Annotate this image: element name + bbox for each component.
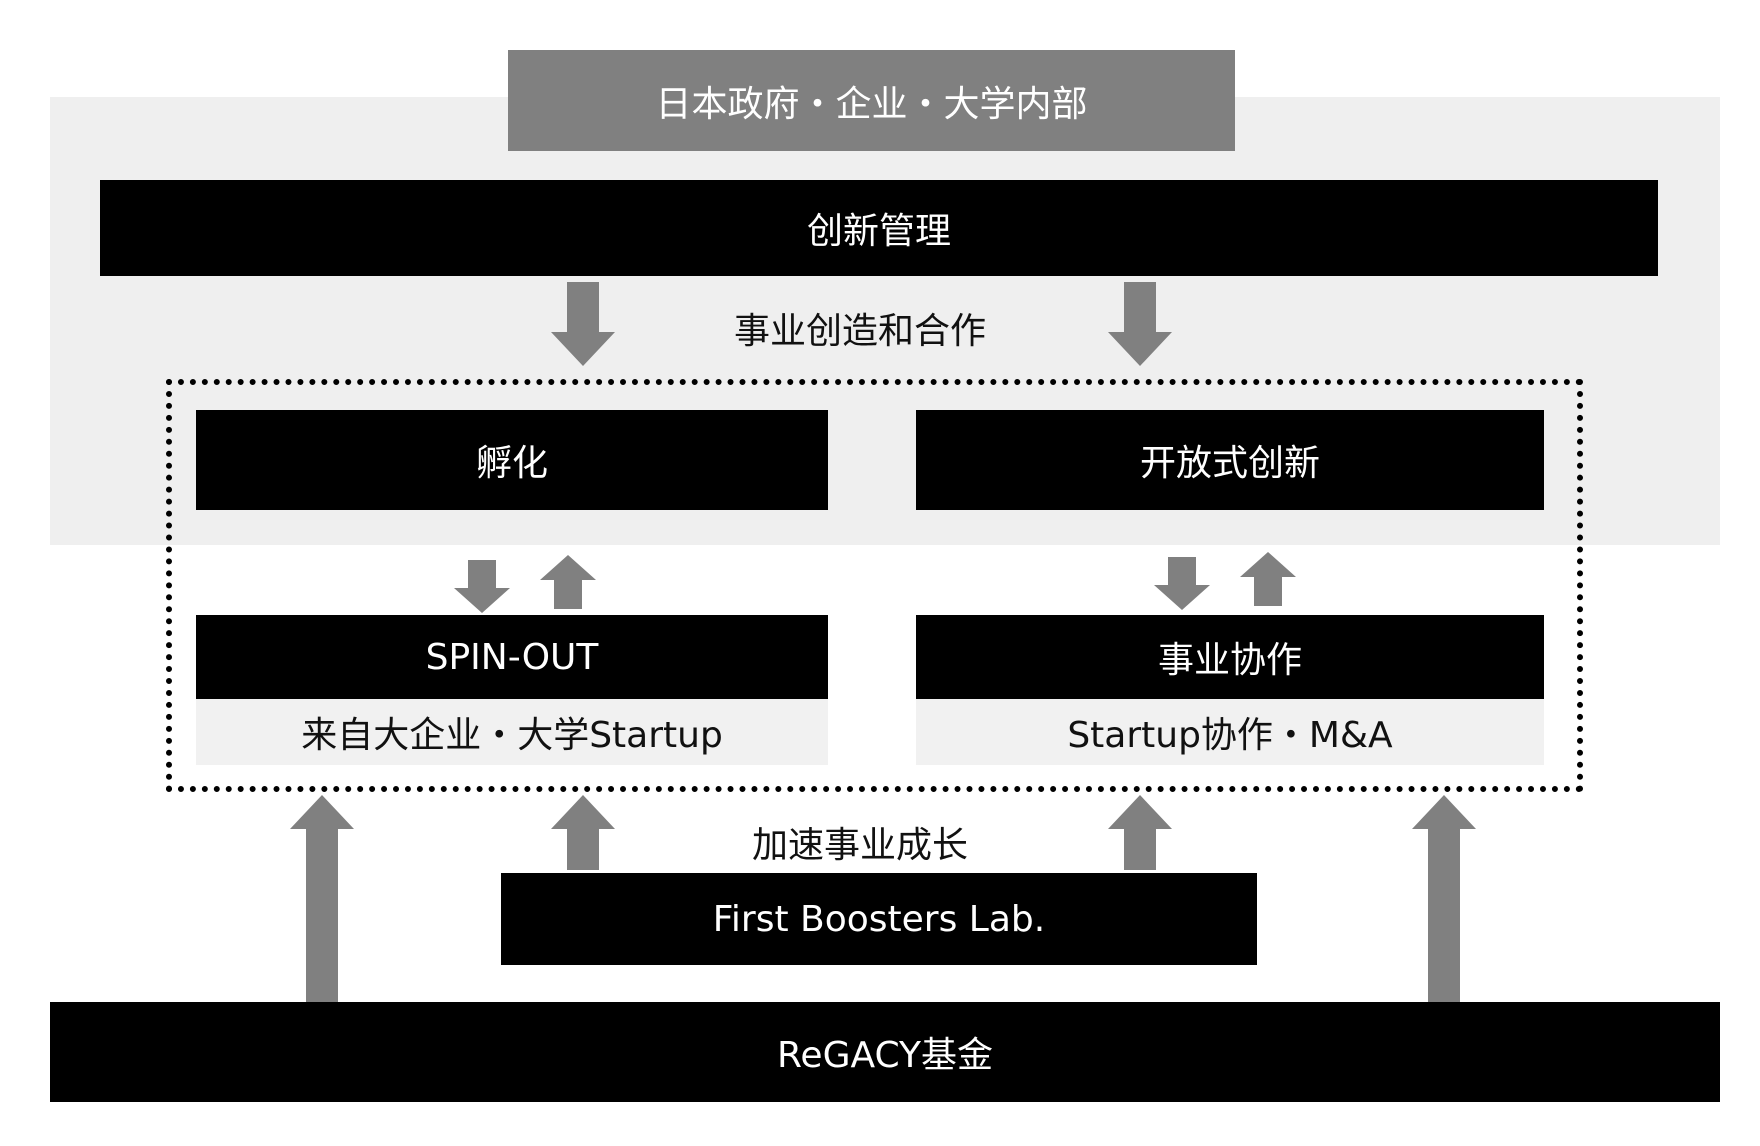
spin-out-box: SPIN-OUT: [196, 615, 828, 699]
creation-label: 事业创造和合作: [660, 302, 1060, 354]
collaboration-subtitle: Startup协作・M&A: [1067, 715, 1393, 756]
management-box: 创新管理: [100, 180, 1658, 276]
spin-out-subtitle: 来自大企业・大学Startup: [301, 715, 723, 756]
up-arrow-spin-out-icon: [540, 555, 596, 609]
down-arrow-spin-in-icon: [454, 560, 510, 613]
up-arrow-fund-left-icon: [290, 795, 354, 1002]
fund-label: ReGACY基金: [777, 1035, 993, 1076]
down-arrow-collab-in-icon: [1154, 557, 1210, 610]
header-label: 日本政府・企业・大学内部: [655, 83, 1088, 125]
up-arrow-collab-out-icon: [1240, 552, 1296, 606]
collaboration-subtitle-box: Startup协作・M&A: [916, 699, 1544, 765]
up-arrow-boosters-right-icon: [1108, 795, 1172, 870]
up-arrow-fund-right-icon: [1412, 795, 1476, 1002]
spin-out-subtitle-box: 来自大企业・大学Startup: [196, 699, 828, 765]
down-arrow-left-icon: [551, 282, 615, 366]
management-label: 创新管理: [806, 211, 951, 252]
boosters-label: First Boosters Lab.: [712, 898, 1046, 940]
collaboration-title: 事业协作: [1157, 640, 1302, 681]
collaboration-box: 事业协作: [916, 615, 1544, 699]
down-arrow-right-icon: [1108, 282, 1172, 366]
acceleration-label-text: 加速事业成长: [751, 825, 968, 866]
incubation-label: 孵化: [475, 443, 548, 484]
business-container: [166, 379, 1583, 792]
creation-label-text: 事业创造和合作: [733, 311, 986, 352]
open-innovation-box: 开放式创新: [916, 410, 1544, 510]
spin-out-title: SPIN-OUT: [425, 636, 599, 678]
header-box: 日本政府・企业・大学内部: [508, 50, 1235, 151]
fund-box: ReGACY基金: [50, 1002, 1720, 1102]
up-arrow-boosters-left-icon: [551, 795, 615, 870]
acceleration-label: 加速事业成长: [690, 816, 1030, 868]
incubation-box: 孵化: [196, 410, 828, 510]
open-innovation-label: 开放式创新: [1139, 443, 1320, 484]
boosters-box: First Boosters Lab.: [501, 873, 1257, 965]
